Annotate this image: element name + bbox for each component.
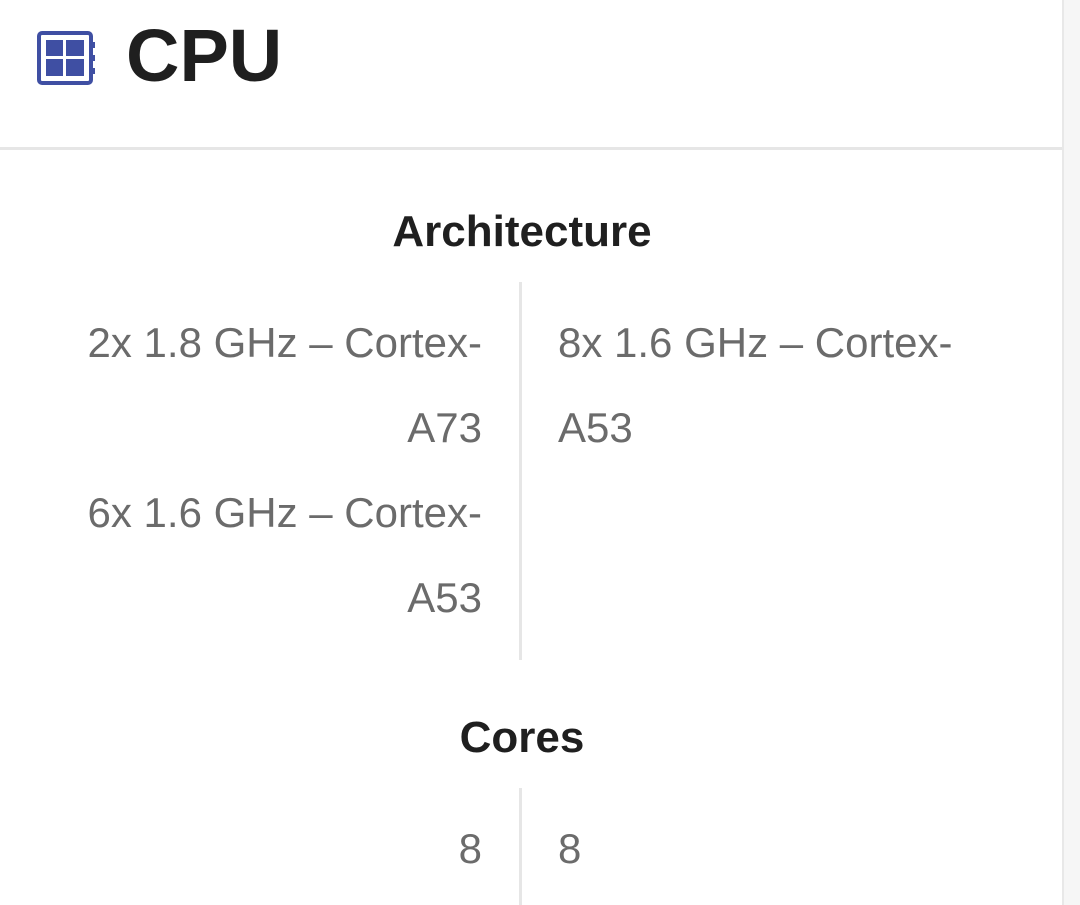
cores-right-value: 8 (558, 825, 582, 872)
page-title: CPU (126, 14, 283, 97)
cores-column-divider (519, 788, 522, 905)
architecture-column-divider (519, 282, 522, 660)
architecture-left-line-1: 2x 1.8 GHz – Cortex- (87, 319, 482, 366)
scroll-gutter (1062, 0, 1080, 905)
architecture-right-value: 8x 1.6 GHz – Cortex- A53 (558, 300, 998, 470)
cpu-chip-icon (37, 31, 95, 85)
architecture-right-line-1: 8x 1.6 GHz – Cortex- (558, 319, 953, 366)
architecture-left-line-4: A53 (407, 574, 482, 621)
cpu-header: CPU (0, 0, 1062, 150)
architecture-heading: Architecture (392, 207, 652, 256)
architecture-right-line-2: A53 (558, 404, 633, 451)
architecture-left-line-3: 6x 1.6 GHz – Cortex- (87, 489, 482, 536)
cores-heading: Cores (459, 713, 585, 762)
architecture-left-line-2: A73 (407, 404, 482, 451)
cores-left-value: 8 (458, 825, 482, 872)
architecture-left-value: 2x 1.8 GHz – Cortex- A73 6x 1.6 GHz – Co… (30, 300, 482, 640)
